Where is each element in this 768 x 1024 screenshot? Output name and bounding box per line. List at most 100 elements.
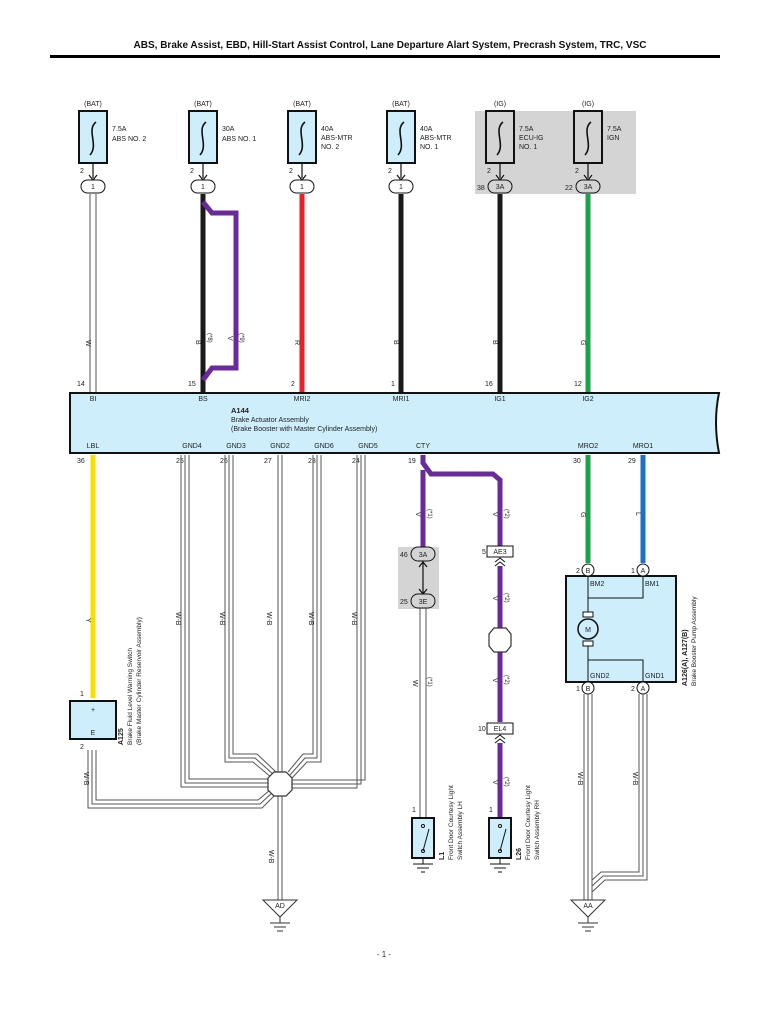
ecu-terminal: IG2 <box>582 396 593 403</box>
ecu-terminal: LBL <box>87 443 100 450</box>
wire-color-label: Y <box>84 618 91 623</box>
pin-number: 2 <box>631 686 635 693</box>
ground-wire-bundle <box>87 455 366 900</box>
fuse-pin: 2 <box>190 168 194 175</box>
fuse-abs-mtr-no1: (BAT) 40A ABS-MTR NO. 1 2 1 <box>386 101 452 194</box>
terminal-label: GND2 <box>590 673 610 680</box>
fuse-pin: 2 <box>388 168 392 175</box>
ecu-pin-number: 23 <box>308 458 316 465</box>
ecu-pin-number: 15 <box>188 381 196 388</box>
component-subname: (Brake Master Cylinder Reservoir Assembl… <box>136 617 143 745</box>
wire-color-label: W-B <box>350 612 357 626</box>
ecu-pin-number: 12 <box>574 381 582 388</box>
connector-letter: A <box>641 568 646 575</box>
connector-pin: 10 <box>478 726 486 733</box>
fuse-source: (IG) <box>494 101 506 108</box>
connector-el4: 10 EL4 <box>478 722 514 744</box>
ecu-pin-number: 26 <box>220 458 228 465</box>
ground-label: AD <box>275 903 285 910</box>
component-id: L1 <box>439 852 446 860</box>
component-l1-courtesy-switch-lh: 1 L1 Front Door Courtesy Light Switch As… <box>411 785 464 873</box>
wire-note: (*1) <box>426 509 432 519</box>
fuse-source: (BAT) <box>392 101 410 108</box>
wire-color-label: V <box>491 596 498 601</box>
pin-number: 2 <box>80 744 84 751</box>
wire-color-label: V <box>491 780 498 785</box>
component-name: Front Door Courtesy Light <box>525 785 532 860</box>
fuse-name: ABS-MTR <box>420 135 452 142</box>
connector-ae3: 5 AE3 <box>482 545 514 567</box>
connector-letter: A <box>641 686 646 693</box>
wire-color-label: W <box>411 680 418 687</box>
ecu-pin-number: 30 <box>573 458 581 465</box>
pin-number: 2 <box>576 568 580 575</box>
connector-3a: 46 3A <box>400 546 436 562</box>
wire-color-label: W-B <box>82 772 89 786</box>
wire-color-label: B <box>491 340 498 345</box>
component-subname: Switch Assembly LH <box>457 801 464 860</box>
connector-label: 3A <box>584 184 593 191</box>
wire-color-label: W-B <box>576 772 583 786</box>
ecu-name: Brake Actuator Assembly <box>231 417 309 424</box>
connector-label: 1 <box>300 184 304 191</box>
ecu-pin-number: 29 <box>628 458 636 465</box>
ecu-terminal: GND4 <box>182 443 202 450</box>
connector-pin: 25 <box>400 599 408 606</box>
wire-note: (*2) <box>503 777 509 787</box>
pin-number: 1 <box>489 807 493 814</box>
fuse-name-line2: NO. 1 <box>519 144 537 151</box>
wire-color-label: V <box>491 512 498 517</box>
wire-l1-white <box>419 608 427 818</box>
fuse-rating: 30A <box>222 126 235 133</box>
wire-color-label: W-B <box>267 850 274 864</box>
ground-ad: AD <box>261 899 299 932</box>
wire-color-label: W-B <box>265 612 272 626</box>
ecu-pin-number: 16 <box>485 381 493 388</box>
fuse-ign: (IG) 7.5A IGN 2 22 3A <box>565 101 622 194</box>
fuse-source: (BAT) <box>84 101 102 108</box>
ecu-terminal: GND3 <box>226 443 246 450</box>
wire-color-label: V <box>491 678 498 683</box>
ecu-terminal: MRO2 <box>578 443 598 450</box>
page-title: ABS, Brake Assist, EBD, Hill-Start Assis… <box>133 40 647 51</box>
fuse-rating: 40A <box>321 126 334 133</box>
connector-label: 1 <box>91 184 95 191</box>
fuse-pin: 2 <box>289 168 293 175</box>
wire-note: (*8) <box>206 333 212 343</box>
fuse-pin: 2 <box>575 168 579 175</box>
page-number: - 1 - <box>376 950 392 959</box>
ecu-pin-number: 1 <box>391 381 395 388</box>
connector-label: 3E <box>419 599 428 606</box>
ecu-terminal: IG1 <box>494 396 505 403</box>
wire-color-label: B <box>392 340 399 345</box>
splice-point <box>488 627 512 653</box>
pump-ground-wires <box>583 694 648 900</box>
wire-note: (*2) <box>503 593 509 603</box>
fuse-rating: 7.5A <box>112 126 127 133</box>
fuse-pin: 2 <box>487 168 491 175</box>
wire-cty-violet <box>420 455 503 547</box>
ecu-pin-number: 14 <box>77 381 85 388</box>
fuse-abs-mtr-no2: (BAT) 40A ABS-MTR NO. 2 2 1 <box>287 101 353 194</box>
ecu-terminal: BS <box>198 396 208 403</box>
component-name: Brake Fluid Level Warning Switch <box>127 648 134 745</box>
wire-color-label: R <box>293 340 300 345</box>
fuse-name-line2: NO. 2 <box>321 144 339 151</box>
component-id: L26 <box>516 848 523 860</box>
ecu-terminal: GND2 <box>270 443 290 450</box>
wire-color-label: W <box>84 340 91 347</box>
pin-number: 1 <box>631 568 635 575</box>
fuse-source: (IG) <box>582 101 594 108</box>
fuse-source: (BAT) <box>194 101 212 108</box>
fuse-rating: 7.5A <box>607 126 622 133</box>
fuse-name: IGN <box>607 135 619 142</box>
motor-label: M <box>585 627 591 634</box>
component-brake-booster-pump: 2 B 1 A BM2 BM1 M GND2 GND1 1 B 2 A A126… <box>565 563 698 695</box>
fuse-rating: 7.5A <box>519 126 534 133</box>
component-name: Front Door Courtesy Light <box>448 785 455 860</box>
wire-color-label: G <box>579 512 586 517</box>
terminal-plus: + <box>91 707 95 714</box>
title-rule <box>50 55 720 58</box>
motor-icon <box>577 618 599 640</box>
pin-number: 1 <box>80 691 84 698</box>
